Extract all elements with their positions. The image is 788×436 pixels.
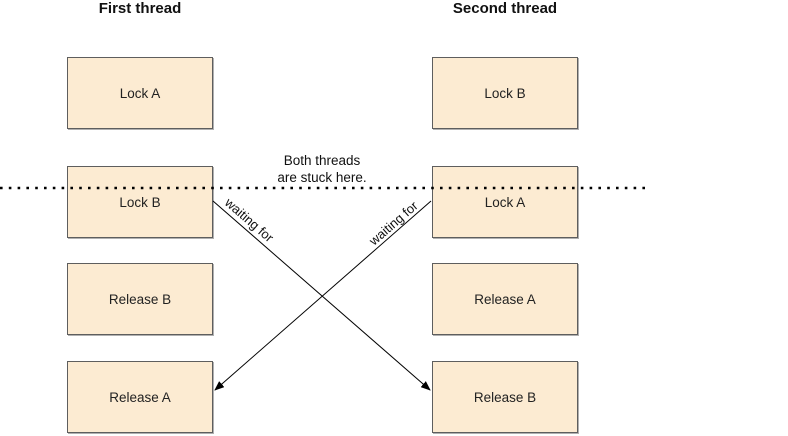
first-thread-step-lock-b: Lock B: [67, 166, 213, 238]
first-thread-step-release-b: Release B: [67, 263, 213, 335]
step-label: Lock A: [484, 194, 526, 210]
waiting-for-label-left: waiting for: [221, 194, 277, 245]
second-thread-title: Second thread: [452, 0, 558, 17]
step-label: Lock B: [484, 85, 526, 101]
first-thread-step-lock-a: Lock A: [67, 57, 213, 129]
step-label: Release B: [108, 291, 172, 307]
wait-arrow-first-to-release-b: [212, 200, 431, 391]
second-thread-step-release-b: Release B: [432, 361, 578, 433]
stuck-caption: Both threads are stuck here.: [262, 152, 382, 186]
stuck-caption-line-1: Both threads: [283, 153, 361, 168]
step-label: Lock A: [119, 85, 161, 101]
second-thread-step-lock-a: Lock A: [432, 166, 578, 238]
step-label: Release A: [109, 389, 171, 405]
first-thread-title: First thread: [98, 0, 182, 17]
waiting-for-label-right: waiting for: [365, 198, 421, 249]
step-label: Release B: [473, 389, 537, 405]
stuck-caption-line-2: are stuck here.: [277, 170, 367, 185]
wait-arrow-second-to-release-a: [214, 200, 432, 391]
second-thread-step-release-a: Release A: [432, 263, 578, 335]
second-thread-step-lock-b: Lock B: [432, 57, 578, 129]
step-label: Lock B: [119, 194, 161, 210]
first-thread-step-release-a: Release A: [67, 361, 213, 433]
step-label: Release A: [474, 291, 536, 307]
